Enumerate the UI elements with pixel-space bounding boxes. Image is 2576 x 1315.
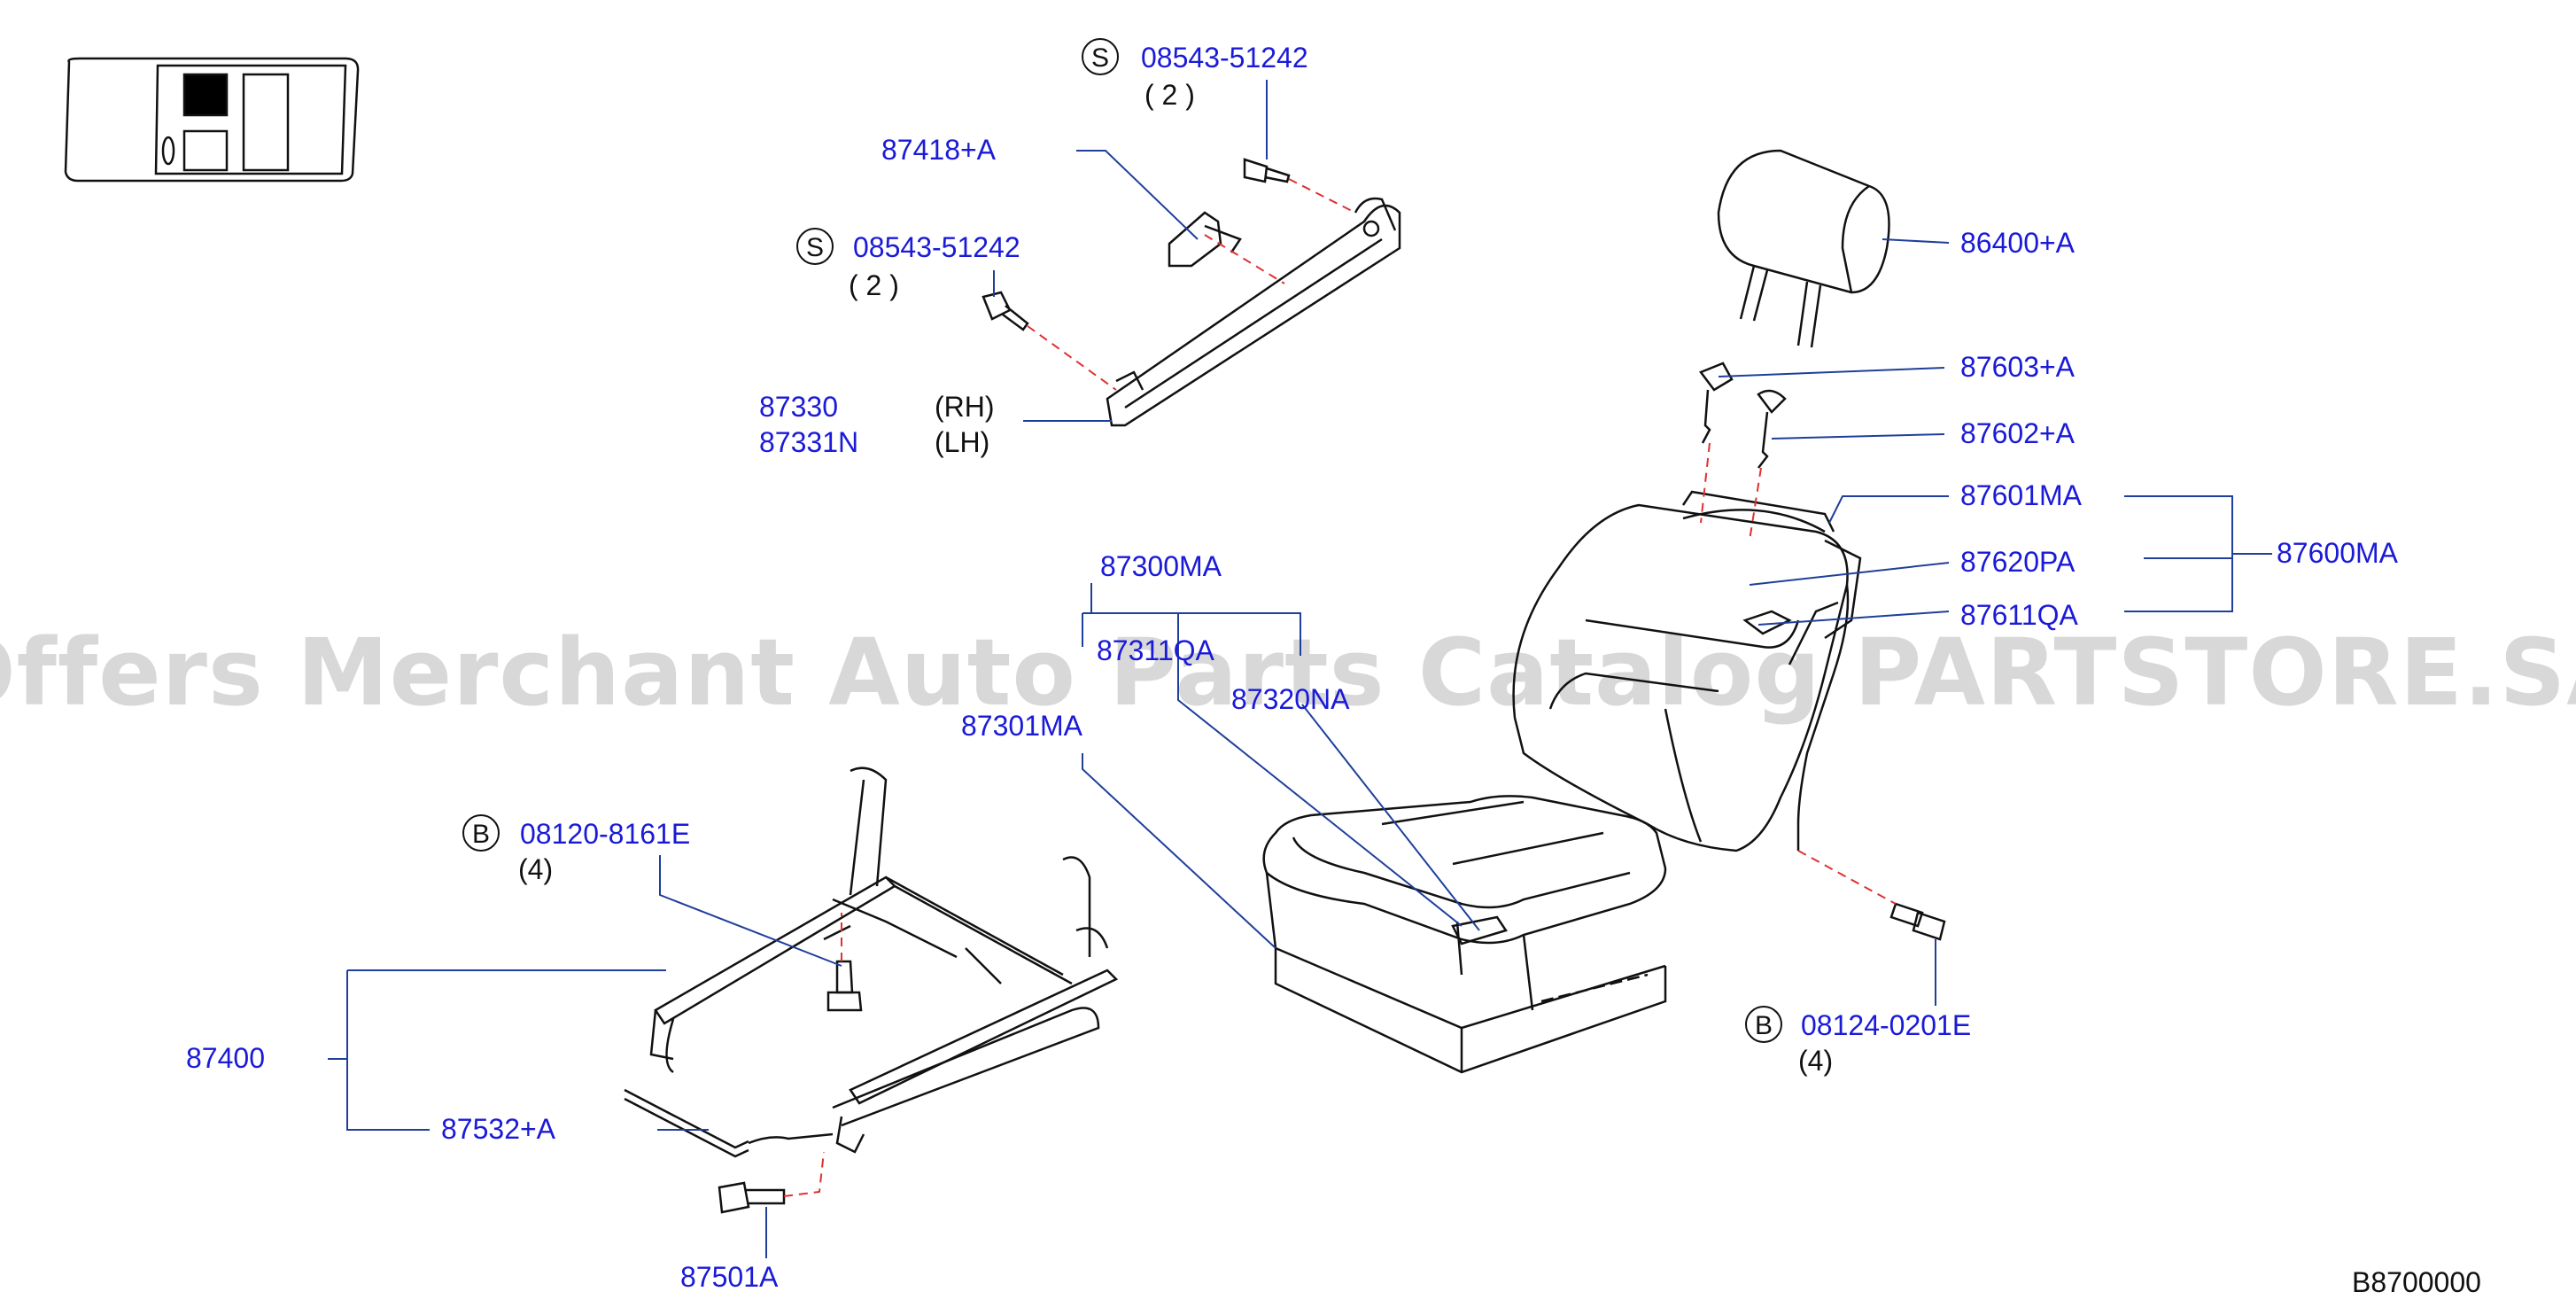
recliner-cover-drawing [1106, 197, 1401, 427]
label-08120[interactable]: 08120-8161E [520, 818, 690, 850]
label-87400[interactable]: 87400 [186, 1042, 265, 1074]
label-87600MA[interactable]: 87600MA [2277, 537, 2399, 569]
bolt-87501A [718, 1181, 786, 1214]
screw-08543-mid [982, 291, 1029, 331]
label-87311QA[interactable]: 87311QA [1097, 634, 1215, 666]
svg-text:B: B [472, 820, 490, 849]
rod-87532A-drawing [624, 1088, 834, 1158]
label-87603A[interactable]: 87603+A [1960, 351, 2076, 383]
marker-s-mid: S [796, 228, 834, 265]
label-87620PA[interactable]: 87620PA [1960, 546, 2076, 578]
label-08543-top-qty: ( 2 ) [1144, 79, 1195, 111]
seat-slide-rail-drawing [649, 766, 1119, 1154]
bracket-87418-drawing [1168, 211, 1242, 268]
label-87300MA[interactable]: 87300MA [1100, 550, 1222, 582]
label-87501A[interactable]: 87501A [680, 1261, 779, 1293]
diagram-id: B8700000 [2352, 1266, 2481, 1298]
bolt-08120 [826, 960, 863, 1012]
part-labels: 08543-51242 ( 2 ) 87418+A 08543-51242 ( … [186, 42, 2481, 1298]
svg-text:B: B [1755, 1011, 1773, 1040]
label-87331N-side: (LH) [935, 426, 989, 458]
label-87301MA[interactable]: 87301MA [961, 710, 1083, 742]
label-08124-qty: (4) [1798, 1045, 1833, 1077]
label-08543-mid[interactable]: 08543-51242 [853, 231, 1020, 263]
seat-cushion-drawing [1262, 795, 1667, 1074]
dashed-assembly-lines [783, 178, 1897, 1197]
headrest-drawing [1717, 149, 1890, 348]
marker-b-left: B [462, 814, 500, 852]
label-08543-mid-qty: ( 2 ) [849, 269, 899, 301]
watermark-text: Offers Merchant Auto Parts Catalog PARTS… [0, 619, 2576, 727]
label-87418A[interactable]: 87418+A [881, 134, 997, 166]
label-86400A[interactable]: 86400+A [1960, 227, 2076, 259]
svg-text:S: S [1091, 43, 1109, 73]
label-87330-side: (RH) [935, 391, 995, 423]
seat-back-drawing [1512, 490, 1862, 852]
label-87602A[interactable]: 87602+A [1960, 417, 2076, 449]
headrest-guides-drawing [1699, 362, 1787, 469]
svg-text:S: S [806, 233, 824, 262]
label-87320NA[interactable]: 87320NA [1231, 683, 1350, 715]
label-87532A[interactable]: 87532+A [441, 1113, 556, 1145]
label-87330[interactable]: 87330 [759, 391, 838, 423]
screw-08543-top [1243, 158, 1291, 183]
leader-lines [328, 80, 2272, 1258]
bolt-08124 [1889, 902, 1946, 941]
label-08543-top[interactable]: 08543-51242 [1141, 42, 1308, 74]
label-08124[interactable]: 08124-0201E [1801, 1009, 1971, 1041]
label-87331N[interactable]: 87331N [759, 426, 858, 458]
marker-b-right: B [1745, 1006, 1782, 1043]
label-87611QA[interactable]: 87611QA [1960, 599, 2079, 631]
vehicle-seat-location-thumbnail [64, 57, 360, 183]
marker-s-top: S [1082, 38, 1119, 75]
label-87601MA[interactable]: 87601MA [1960, 479, 2083, 511]
label-08120-qty: (4) [518, 853, 553, 885]
